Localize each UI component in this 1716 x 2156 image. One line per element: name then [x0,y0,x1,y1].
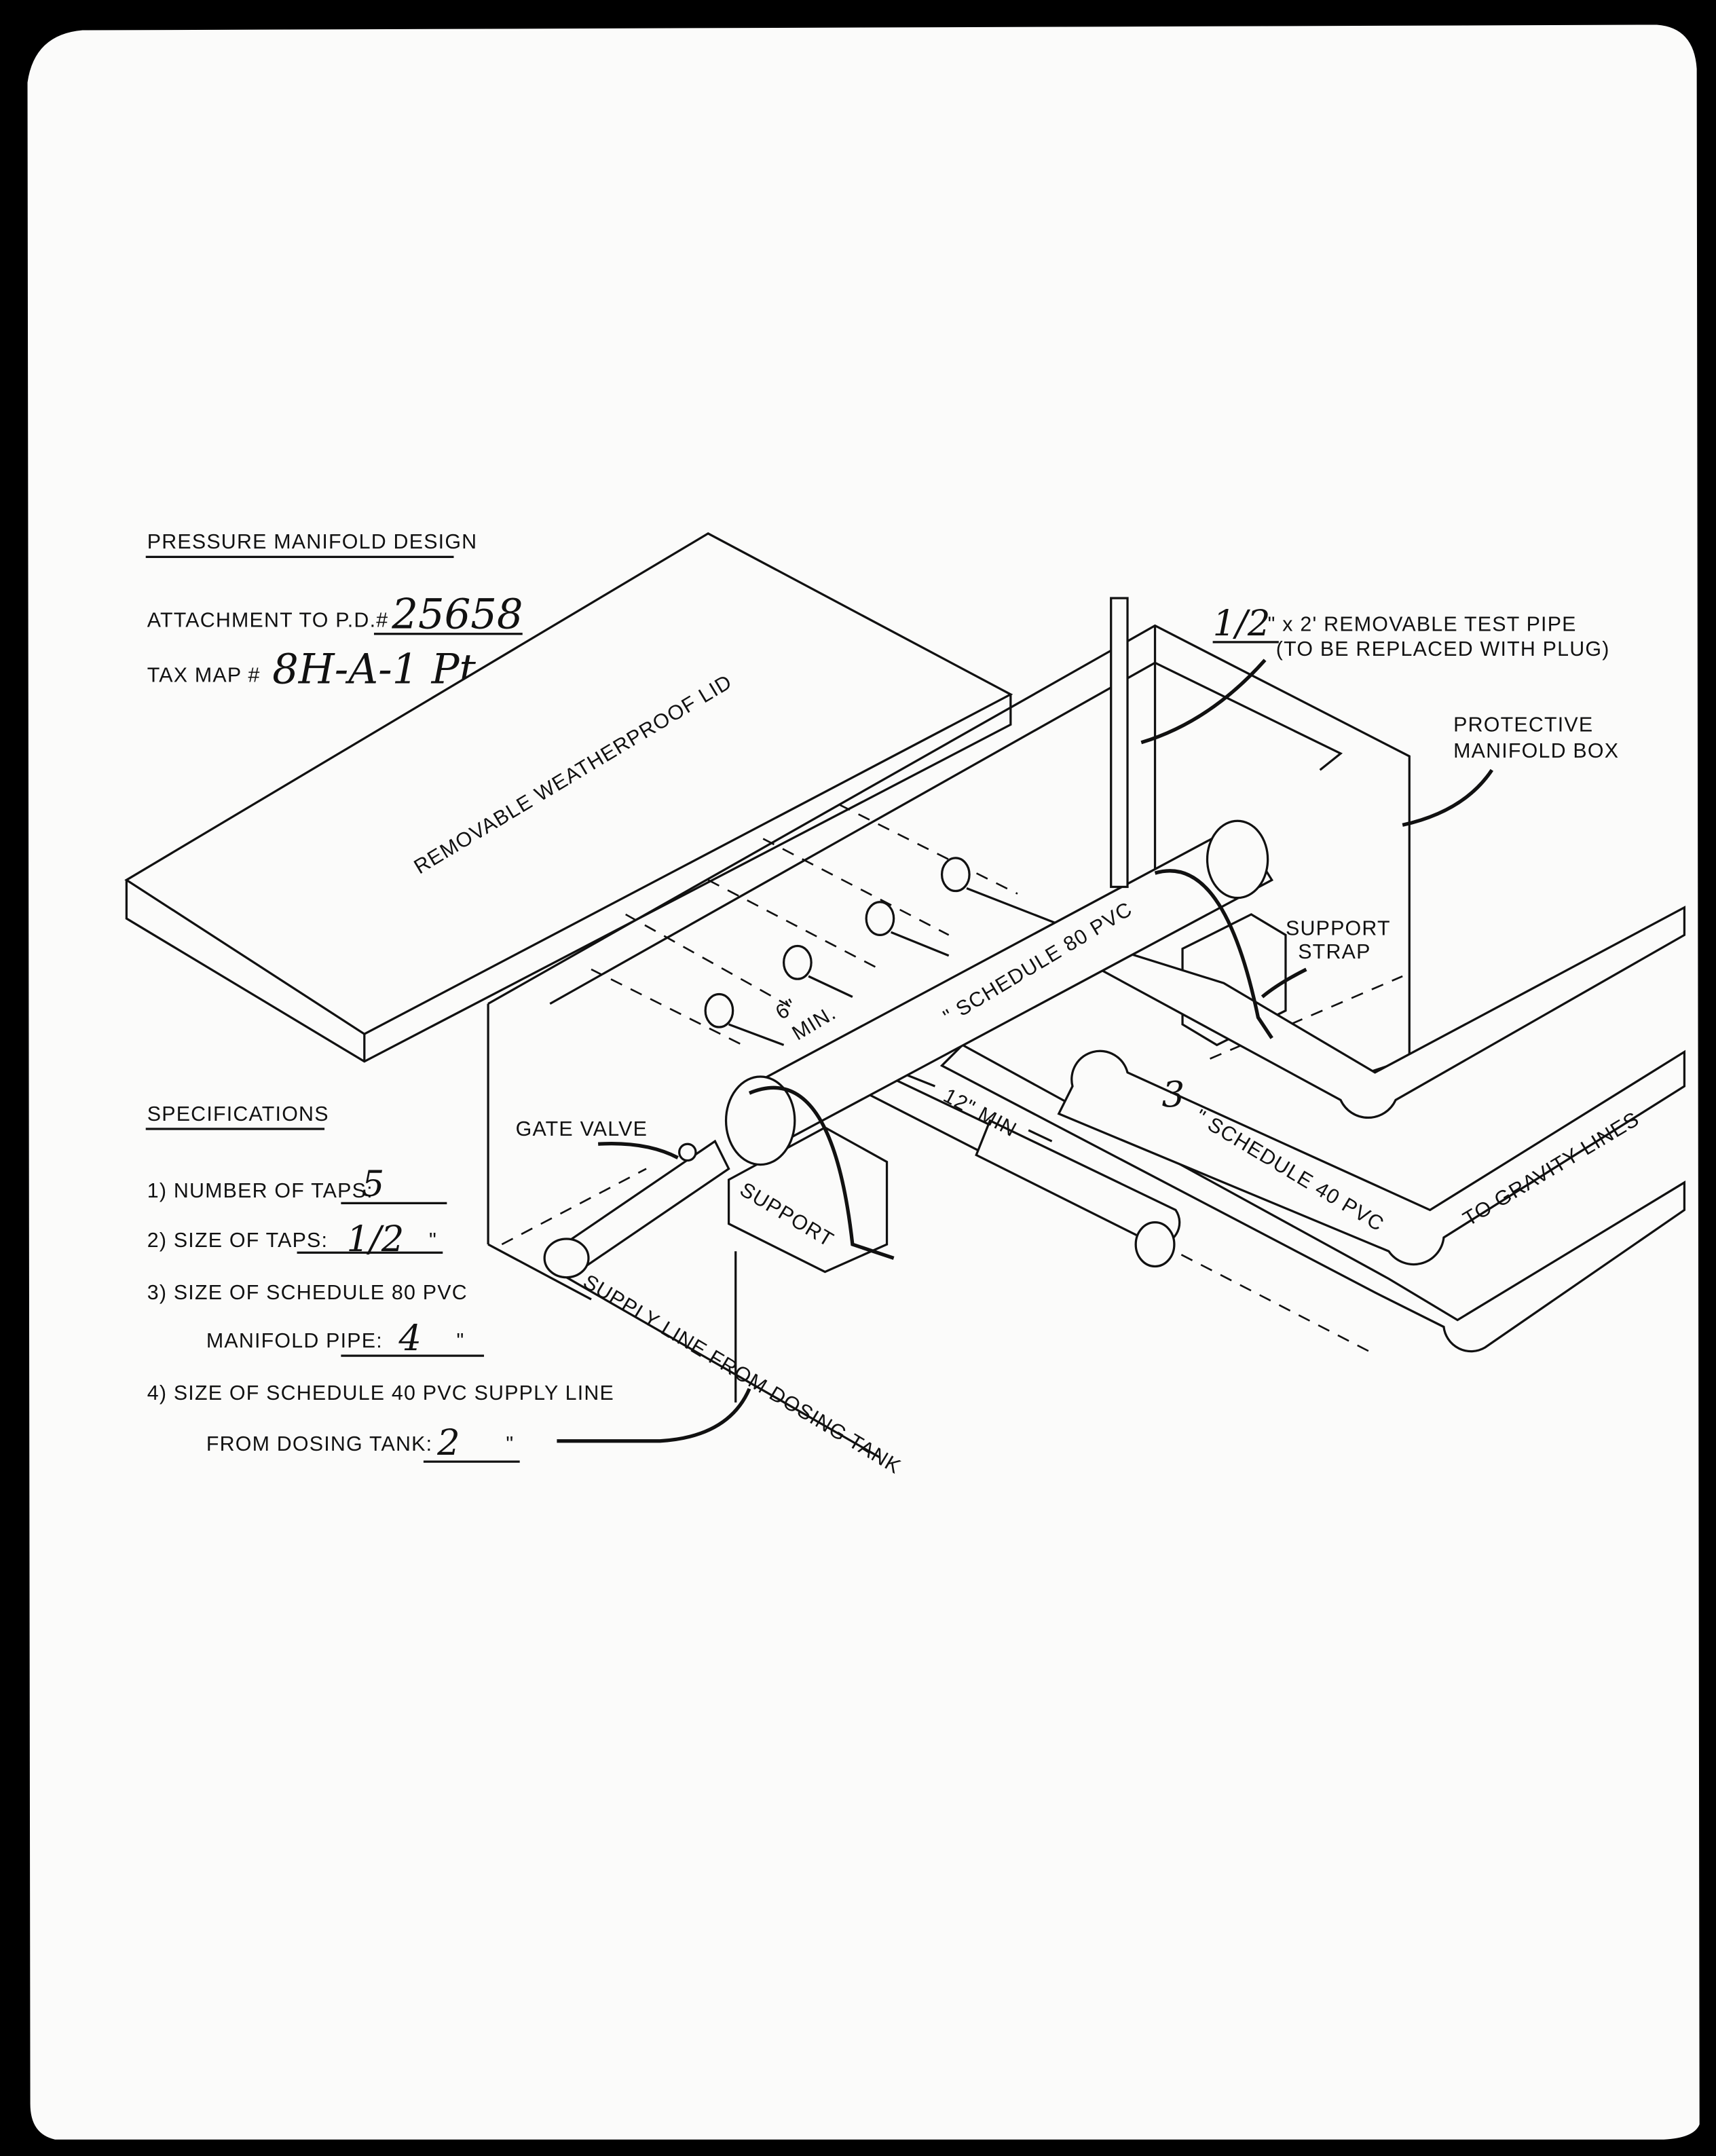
weatherproof-lid: REMOVABLE WEATHERPROOF LID [124,532,1013,1063]
tap [704,992,785,1046]
gate-valve-label: GATE VALVE [516,1117,648,1140]
tap [782,944,853,998]
spec-2-unit: " [429,1229,437,1252]
spec-1-label: 1) NUMBER OF TAPS: [147,1179,373,1202]
spec-3-value: 4 [398,1318,422,1359]
spec-4-value: 2 [436,1422,460,1464]
tax-map-label: TAX MAP # [147,664,261,687]
specifications-title: SPECIFICATIONS [147,1102,329,1126]
tap [865,901,950,957]
spec-2-value: 1/2 [346,1219,404,1260]
gate-valve [678,1142,697,1162]
taps [704,857,1087,1046]
box-label-2: MANIFOLD BOX [1453,739,1619,762]
strap-label-1: SUPPORT [1286,916,1391,940]
spec-3b-label: MANIFOLD PIPE: [206,1329,383,1352]
leader-arrows [557,658,1494,1443]
test-pipe-label: " x 2' REMOVABLE TEST PIPE [1268,613,1577,636]
spec-4-label: 4) SIZE OF SCHEDULE 40 PVC SUPPLY LINE [147,1381,614,1405]
test-pipe-size: 1/2 [1213,603,1271,644]
spec-1-value: 5 [362,1164,385,1205]
attachment-label: ATTACHMENT TO P.D.# [147,609,389,632]
spec-4-unit: " [506,1432,514,1455]
gravity-pipe-size: 3 [1162,1075,1185,1116]
spec-3-unit: " [457,1329,465,1352]
manifold-pipe [543,597,1274,1459]
specifications: SPECIFICATIONS 1) NUMBER OF TAPS: 5 2) S… [145,1102,614,1464]
attachment-value: 25658 [391,591,523,639]
spec-4b-label: FROM DOSING TANK: [206,1432,432,1455]
test-pipe-note: (TO BE REPLACED WITH PLUG) [1276,637,1610,661]
spec-2-label: 2) SIZE OF TAPS: [147,1229,328,1252]
manifold-box [487,624,1411,1403]
box-label-1: PROTECTIVE [1453,713,1593,737]
test-pipe [1110,597,1129,889]
strap-label-2: STRAP [1298,940,1370,963]
spec-3-label: 3) SIZE OF SCHEDULE 80 PVC [147,1281,468,1304]
gravity-pipes [864,906,1686,1353]
page-title: PRESSURE MANIFOLD DESIGN [147,530,478,553]
